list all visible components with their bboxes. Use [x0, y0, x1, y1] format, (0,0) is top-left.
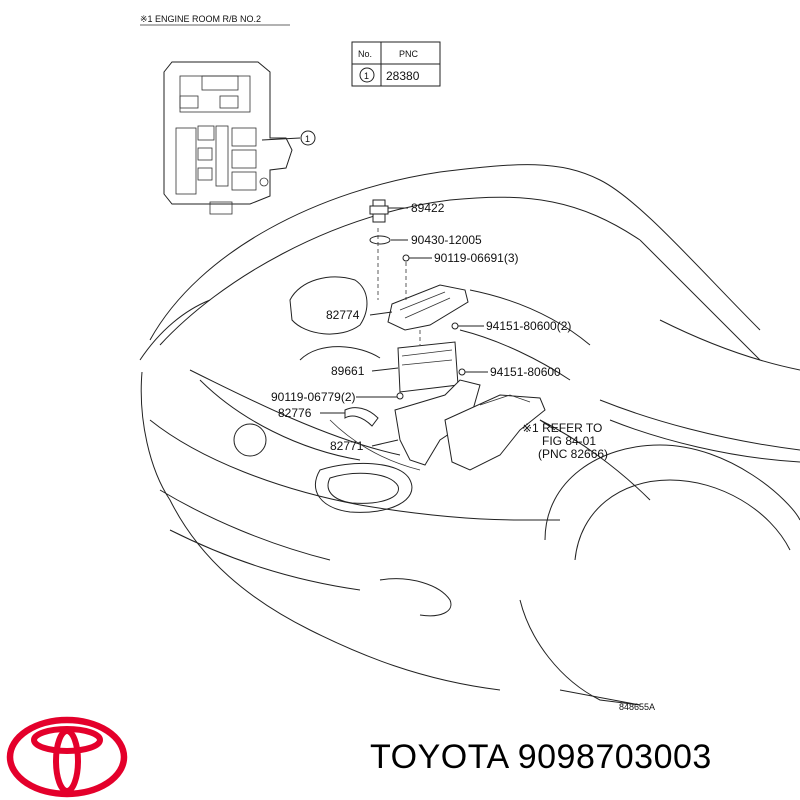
brand-part-number: TOYOTA 9098703003 — [370, 738, 712, 776]
part-label-90119-06779: 90119-06779(2) — [271, 390, 356, 404]
refer-note-line2: FIG 84-01 — [542, 434, 596, 448]
callout-number: 1 — [305, 134, 310, 144]
toyota-logo-icon — [6, 716, 128, 798]
part-label-82774: 82774 — [326, 308, 360, 322]
relay-box-drawing: 1 — [163, 61, 316, 215]
header-note: ※1 ENGINE ROOM R/B NO.2 — [140, 14, 261, 24]
part-label-94151-80600: 94151-80600 — [490, 365, 561, 379]
part-label-89422: 89422 — [411, 201, 445, 215]
parts-drawing — [344, 199, 546, 471]
leader-lines — [320, 207, 556, 447]
part-labels: 89422 90430-12005 90119-06691(3) 82774 9… — [271, 201, 571, 453]
part-label-90119-06691: 90119-06691(3) — [434, 251, 519, 265]
pnc-table: No. PNC 1 28380 — [351, 41, 441, 87]
refer-note-line1: ※1 REFER TO — [522, 421, 602, 435]
part-label-90430-12005: 90430-12005 — [411, 233, 482, 247]
pnc-table-row-pnc: 28380 — [386, 69, 420, 83]
part-label-82771: 82771 — [330, 439, 364, 453]
refer-note: ※1 REFER TO FIG 84-01 (PNC 82666) — [522, 421, 608, 461]
refer-note-line3: (PNC 82666) — [538, 447, 608, 461]
pnc-table-header-pnc: PNC — [399, 49, 419, 59]
pnc-table-row-no: 1 — [364, 71, 369, 81]
pnc-table-header-no: No. — [358, 49, 372, 59]
part-label-82776: 82776 — [278, 406, 312, 420]
car-outline-drawing — [139, 164, 800, 706]
figure-code: 848655A — [619, 702, 655, 712]
part-label-94151-80600-2: 94151-80600(2) — [486, 319, 571, 333]
part-label-89661: 89661 — [331, 364, 365, 378]
